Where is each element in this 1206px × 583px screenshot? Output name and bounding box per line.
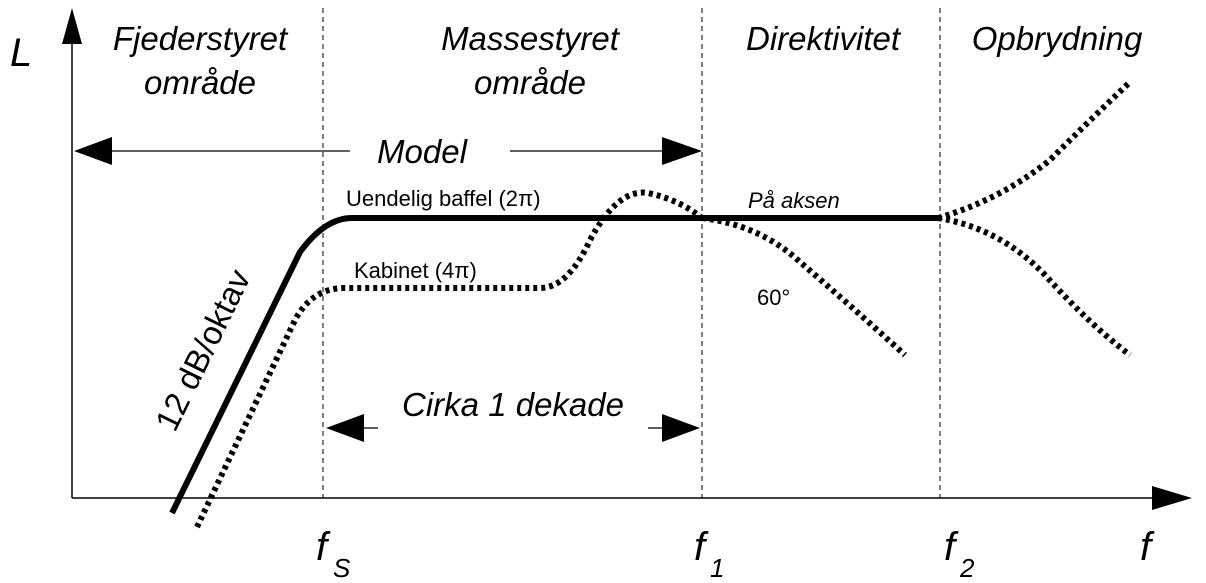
tick-fs-subscript: S [333,553,351,583]
region-mass-line1: Massestyret [441,20,621,57]
tick-f2-label: f [944,525,959,569]
x-axis-arrowhead [1152,486,1192,510]
tick-f1-label: f [694,525,709,569]
tick-f2-subscript: 2 [959,553,975,583]
y-axis-label: L [10,31,32,75]
model-label: Model [377,133,469,170]
decade-arrow-right-head [662,414,700,442]
breakup-lower-curve [937,215,1132,358]
model-arrow-left-head [74,137,112,165]
region-spring-line2: område [144,64,256,101]
decade-label: Cirka 1 dekade [402,386,624,423]
region-spring-line1: Fjederstyret [113,20,289,57]
region-breakup: Opbrydning [972,20,1143,57]
decade-arrow-left-head [326,414,364,442]
angle-60-label: 60° [757,285,790,310]
y-axis-arrowhead [62,8,82,44]
slope-label: 12 dB/oktav [148,263,258,436]
region-mass-line2: område [474,64,586,101]
on-axis-label: På aksen [748,188,840,213]
cabinet-curve [194,189,704,529]
model-arrow-right-head [662,137,702,165]
breakup-upper-curve [937,79,1133,221]
region-directivity: Direktivitet [746,20,902,57]
tick-f1-subscript: 1 [710,553,724,583]
cabinet-label: Kabinet (4π) [354,258,477,283]
off-axis-60-curve [701,215,908,358]
infinite-baffle-curve [169,215,938,515]
x-axis-label: f [1140,525,1155,569]
infinite-baffle-label: Uendelig baffel (2π) [346,186,541,211]
tick-fs-label: f [316,525,331,569]
